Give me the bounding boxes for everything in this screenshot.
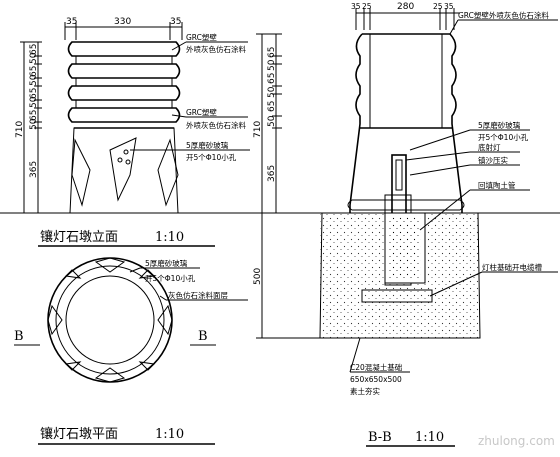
sec-callout-found-c: 素土夯实	[350, 386, 380, 396]
elev-ring-4	[67, 107, 181, 123]
elev-dim-side-50d: 50	[29, 118, 39, 130]
watermark: zhulong.com	[478, 434, 555, 448]
elev-dim-side-365: 365	[29, 161, 39, 178]
sec-dim-side-50c: 50	[267, 115, 277, 127]
sec-dim-top-3: 280	[397, 2, 414, 12]
sec-shell-right	[449, 33, 463, 213]
sec-dim-side-365: 365	[267, 165, 277, 182]
elevation-title: 镶灯石墩立面	[40, 229, 118, 245]
sec-callout-soil: 回填陶土管	[478, 180, 516, 190]
sec-glass-cylinder	[369, 33, 443, 129]
plan-scale: 1:10	[155, 427, 184, 442]
sec-callout-glass-a: 5厚磨砂玻璃	[478, 120, 521, 130]
elev-callout-glass-b: 开5个Φ10小孔	[186, 153, 237, 162]
sec-callout-top: GRC塑壁外喷灰色仿石涂料	[458, 10, 549, 20]
elevation-scale: 1:10	[155, 230, 184, 245]
elev-dim-side-65b: 65	[29, 66, 39, 77]
sec-callout-lamp: 底射灯	[478, 142, 501, 152]
elev-callout-glass-a: 5厚磨砂玻璃	[186, 140, 229, 150]
elev-callout-grc2-b: 外喷灰色仿石涂料	[186, 120, 246, 130]
sec-callout-found-b: 650x650x500	[350, 375, 402, 384]
sec-callout-base: 灯柱基础开电缆槽	[482, 262, 542, 272]
plan-inner-circle	[65, 275, 155, 365]
sec-dim-top-5: 35	[444, 2, 454, 11]
sec-callout-glass-b: 开5个Φ10小孔	[478, 133, 529, 142]
sec-dim-side-50b: 50	[267, 86, 277, 98]
sec-shell-left	[349, 33, 363, 213]
sec-dim-side-65b: 65	[267, 73, 277, 84]
elev-ring-1	[67, 41, 181, 57]
elev-ring-2	[67, 63, 181, 79]
sec-dim-top-4: 25	[433, 2, 443, 11]
elevation-view: 35 330 35 65 50 65	[15, 17, 250, 247]
sec-dim-side-500: 500	[253, 268, 263, 285]
elev-dim-side-50c: 50	[29, 96, 39, 108]
sec-cable-trench	[361, 289, 433, 303]
sec-dim-top-2: 25	[362, 2, 372, 11]
sec-dim-side-710: 710	[253, 121, 263, 138]
elev-dim-side-65a: 65	[29, 44, 39, 55]
sec-dim-side-50a: 50	[267, 59, 277, 71]
elev-dim-top-2: 330	[114, 17, 131, 27]
plan-callout-glass-a: 5厚磨砂玻璃	[145, 258, 188, 268]
plan-section-mark-left: B	[14, 329, 24, 344]
sec-dim-side-65c: 65	[267, 101, 277, 112]
elev-base	[69, 127, 179, 214]
sec-callout-sand: 镇沙压实	[478, 155, 508, 165]
sec-dim-top-1: 35	[351, 2, 361, 11]
elev-dim-side-50b: 50	[29, 74, 39, 86]
elev-dim-side-50a: 50	[29, 52, 39, 64]
elev-ring-3	[67, 85, 181, 101]
plan-callout-paint: 灰色仿石涂料面层	[168, 290, 228, 300]
section-title: B-B	[368, 430, 392, 445]
plan-view: B B 5厚磨砂玻璃 开5个Φ10小孔 灰色仿石涂料面层 镶灯石墩平面 1:10	[14, 257, 248, 445]
plan-callout-glass-b: 开5个Φ10小孔	[145, 274, 196, 283]
sec-dim-side-65a: 65	[267, 47, 277, 58]
elev-dim-side-710: 710	[15, 121, 25, 138]
plan-title: 镶灯石墩平面	[40, 426, 118, 442]
section-scale: 1:10	[415, 430, 444, 445]
elev-dim-side-65c: 65	[29, 88, 39, 99]
sec-callout-found-a: C20混凝土基础	[350, 362, 402, 372]
section-view: 35 25 280 25 35	[253, 2, 558, 447]
elev-dim-top-1: 35	[66, 17, 77, 27]
elev-dim-side-65d: 65	[29, 110, 39, 121]
elev-dim-top-3: 35	[170, 17, 181, 27]
elev-callout-grc1-b: 外喷灰色仿石涂料	[186, 44, 246, 54]
plan-section-mark-right: B	[198, 329, 208, 344]
elev-callout-grc2-a: GRC塑壁	[186, 107, 217, 117]
elev-callout-grc1-a: GRC塑壁	[186, 32, 217, 42]
